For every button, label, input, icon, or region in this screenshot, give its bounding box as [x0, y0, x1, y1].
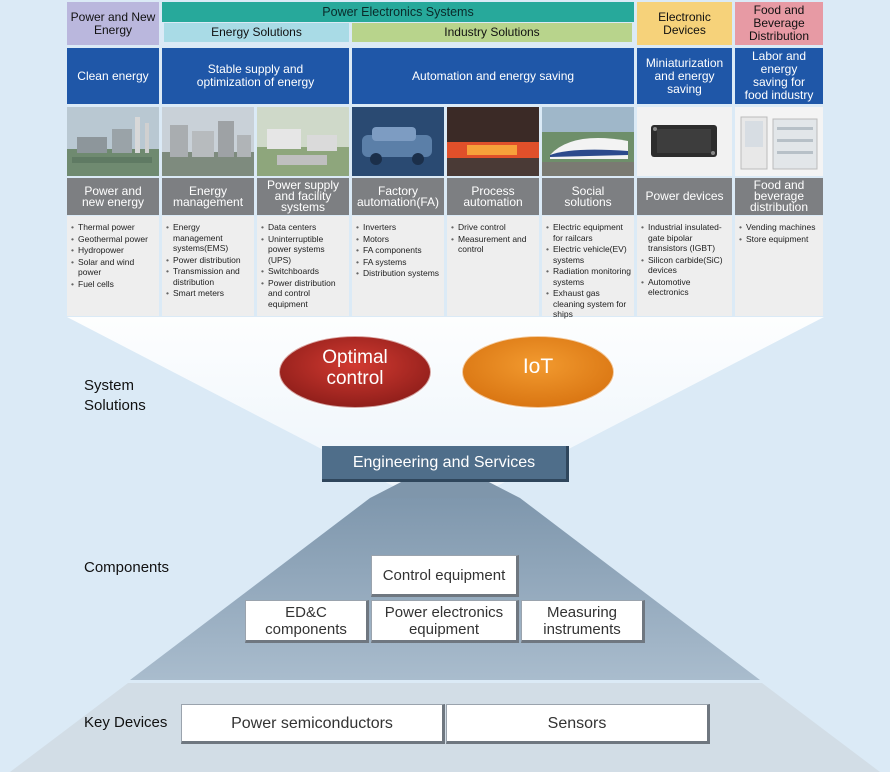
engineering-services-box: Engineering and Services [322, 446, 569, 482]
list-energy-management: Energy management systems(EMS) Power dis… [162, 216, 254, 316]
list-item: Exhaust gas cleaning system for ships [546, 288, 631, 320]
photo-food-beverage [735, 107, 823, 176]
list-item: Uninterruptible power systems (UPS) [261, 234, 346, 266]
header-power-new-energy: Power and New Energy [67, 2, 159, 45]
list-item: Drive control [451, 222, 536, 233]
theme-stable-supply: Stable supply and optimization of energy [162, 48, 349, 104]
photo-factory-automation [352, 107, 444, 176]
list-item: Measurement and control [451, 234, 536, 255]
list-item: Power distribution [166, 255, 251, 266]
box-control-equipment: Control equipment [371, 555, 519, 597]
theme-automation: Automation and energy saving [352, 48, 634, 104]
label-components: Components [84, 559, 170, 576]
label-key-devices: Key Devices [84, 714, 168, 731]
header-energy-solutions: Energy Solutions [164, 23, 349, 42]
photo-power-plant [67, 107, 159, 176]
list-item: Vending machines [739, 222, 820, 233]
list-item: FA components [356, 245, 441, 256]
list-item: Industrial insulated-gate bipolar transi… [641, 222, 729, 254]
list-item: Transmission and distribution [166, 266, 251, 287]
list-item: Inverters [356, 222, 441, 233]
list-item: Store equipment [739, 234, 820, 245]
list-item: FA systems [356, 257, 441, 268]
theme-clean-energy: Clean energy [67, 48, 159, 104]
iot-label: IoT [522, 355, 554, 378]
list-item: Radiation monitoring systems [546, 266, 631, 287]
category-food-beverage: Food and beverage distribution [735, 178, 823, 215]
list-item: Electric vehicle(EV) systems [546, 244, 631, 265]
list-item: Power distribution and control equipment [261, 278, 346, 310]
header-industry-solutions: Industry Solutions [352, 23, 632, 42]
label-system-solutions: System Solutions [84, 377, 146, 414]
pyramid-top [370, 480, 520, 498]
box-sensors: Sensors [446, 704, 710, 744]
category-social-solutions: Social solutions [542, 178, 634, 215]
list-item: Data centers [261, 222, 346, 233]
list-item: Smart meters [166, 288, 251, 299]
box-power-electronics-equipment: Power electronics equipment [371, 600, 519, 643]
photo-facility-systems [257, 107, 349, 176]
list-food-beverage: Vending machines Store equipment [735, 216, 823, 316]
list-item: Motors [356, 234, 441, 245]
list-item: Automotive electronics [641, 277, 729, 298]
theme-labor-energy: Labor and energy saving for food industr… [735, 48, 823, 104]
optimal-control-ellipse [278, 335, 432, 409]
list-power-devices: Industrial insulated-gate bipolar transi… [637, 216, 732, 316]
list-item: Thermal power [71, 222, 156, 233]
funnel-shape [67, 317, 824, 500]
photo-process-automation [447, 107, 539, 176]
header-electronic-devices: Electronic Devices [637, 2, 732, 45]
category-power-devices: Power devices [637, 178, 732, 215]
category-factory-automation: Factory automation(FA) [352, 178, 444, 215]
category-facility-systems: Power supply and facility systems [257, 178, 349, 215]
optimal-control-label: Optimal control [322, 347, 388, 389]
header-power-electronics-systems: Power Electronics Systems [162, 2, 634, 22]
list-factory-automation: Inverters Motors FA components FA system… [352, 216, 444, 316]
list-item: Distribution systems [356, 268, 441, 279]
box-power-semiconductors: Power semiconductors [181, 704, 445, 744]
list-process-automation: Drive control Measurement and control [447, 216, 539, 316]
list-item: Geothermal power [71, 234, 156, 245]
list-item: Hydropower [71, 245, 156, 256]
list-social-solutions: Electric equipment for railcars Electric… [542, 216, 634, 319]
iot-ellipse [461, 335, 615, 409]
list-item: Silicon carbide(SiC) devices [641, 255, 729, 276]
list-item: Switchboards [261, 266, 346, 277]
header-food-beverage: Food and Beverage Distribution [735, 2, 823, 45]
category-energy-management: Energy management [162, 178, 254, 215]
box-measuring-instruments: Measuring instruments [521, 600, 645, 643]
list-item: Fuel cells [71, 279, 156, 290]
theme-miniaturization: Miniaturization and energy saving [637, 48, 732, 104]
list-power-new-energy: Thermal power Geothermal power Hydropowe… [67, 216, 159, 316]
category-process-automation: Process automation [447, 178, 539, 215]
list-item: Electric equipment for railcars [546, 222, 631, 243]
photo-energy-management [162, 107, 254, 176]
list-facility-systems: Data centers Uninterruptible power syste… [257, 216, 349, 316]
category-power-new-energy: Power and new energy [67, 178, 159, 215]
list-item: Solar and wind power [71, 257, 156, 278]
photo-power-devices [637, 107, 732, 176]
photo-social-solutions [542, 107, 634, 176]
box-edc-components: ED&C components [245, 600, 369, 643]
list-item: Energy management systems(EMS) [166, 222, 251, 254]
